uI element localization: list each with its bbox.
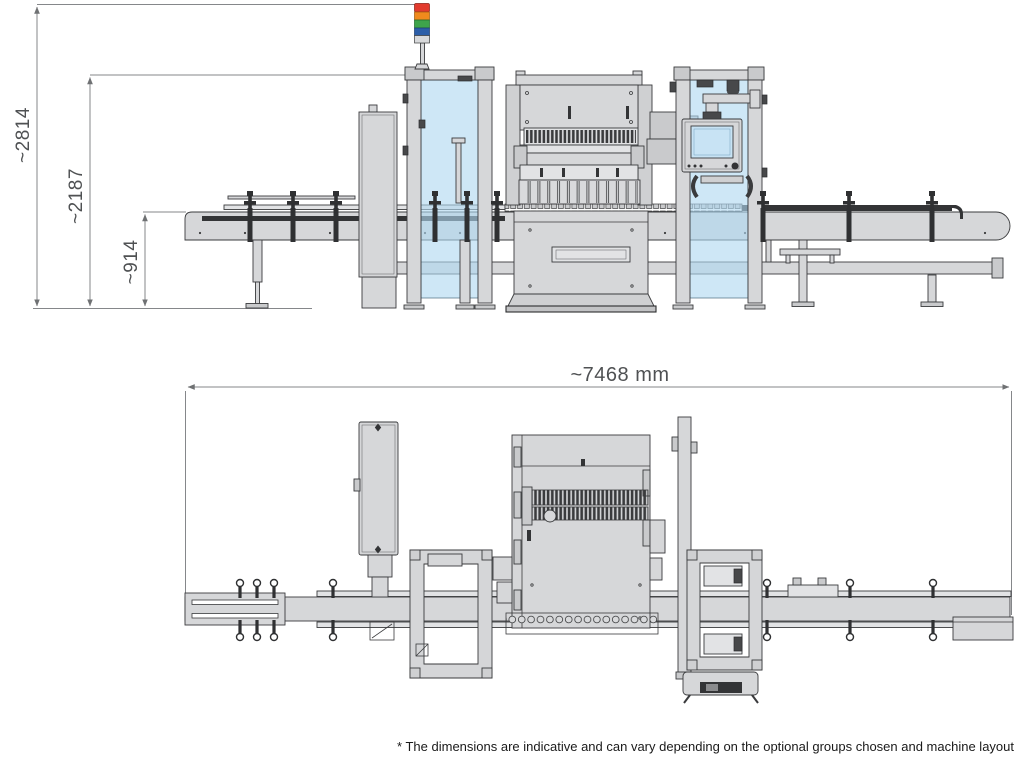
dimension-intermediate-height: ~2187 — [66, 74, 406, 307]
signal-red-light — [414, 3, 430, 13]
plan-left-frame — [409, 549, 493, 679]
signal-tower-icon — [414, 3, 430, 70]
hmi-panel[interactable] — [681, 118, 743, 173]
signal-blue-light — [414, 27, 430, 36]
dimension-conveyor-height: ~914 — [121, 211, 186, 307]
side-elevation-view: ~2814 ~2187 ~914 — [13, 3, 1011, 313]
conveyor-legs — [245, 239, 944, 309]
hmi-screen[interactable] — [690, 125, 734, 159]
plan-machine-body — [492, 434, 666, 635]
intermediate-height-label: ~2187 — [66, 168, 87, 224]
signal-base — [414, 35, 430, 44]
plan-electrical-cabinet — [353, 421, 399, 641]
dimension-overall-length: ~7468 mm — [185, 364, 1012, 615]
slat-row — [521, 181, 638, 203]
hmi-guard-frame — [669, 66, 768, 310]
hmi-buttons[interactable] — [687, 162, 739, 170]
main-machine-body — [505, 70, 699, 313]
overall-height-label: ~2814 — [13, 107, 34, 163]
conveyor-height-label: ~914 — [121, 240, 142, 285]
outfeed-end-unit — [952, 616, 1014, 641]
dimension-overall-height: ~2814 — [13, 4, 415, 307]
footnote: * The dimensions are indicative and can … — [397, 739, 1014, 754]
electrical-cabinet — [358, 104, 398, 309]
left-guard-frame — [402, 66, 496, 310]
plan-view: ~7468 mm — [184, 364, 1014, 704]
overall-length-label: ~7468 mm — [570, 364, 669, 386]
signal-orange-light — [414, 11, 430, 21]
plan-right-frame — [671, 416, 763, 704]
signal-green-light — [414, 19, 430, 29]
plan-cleated-chain — [505, 612, 659, 635]
comb-row — [526, 130, 636, 143]
plan-rail-fittings — [235, 577, 938, 642]
